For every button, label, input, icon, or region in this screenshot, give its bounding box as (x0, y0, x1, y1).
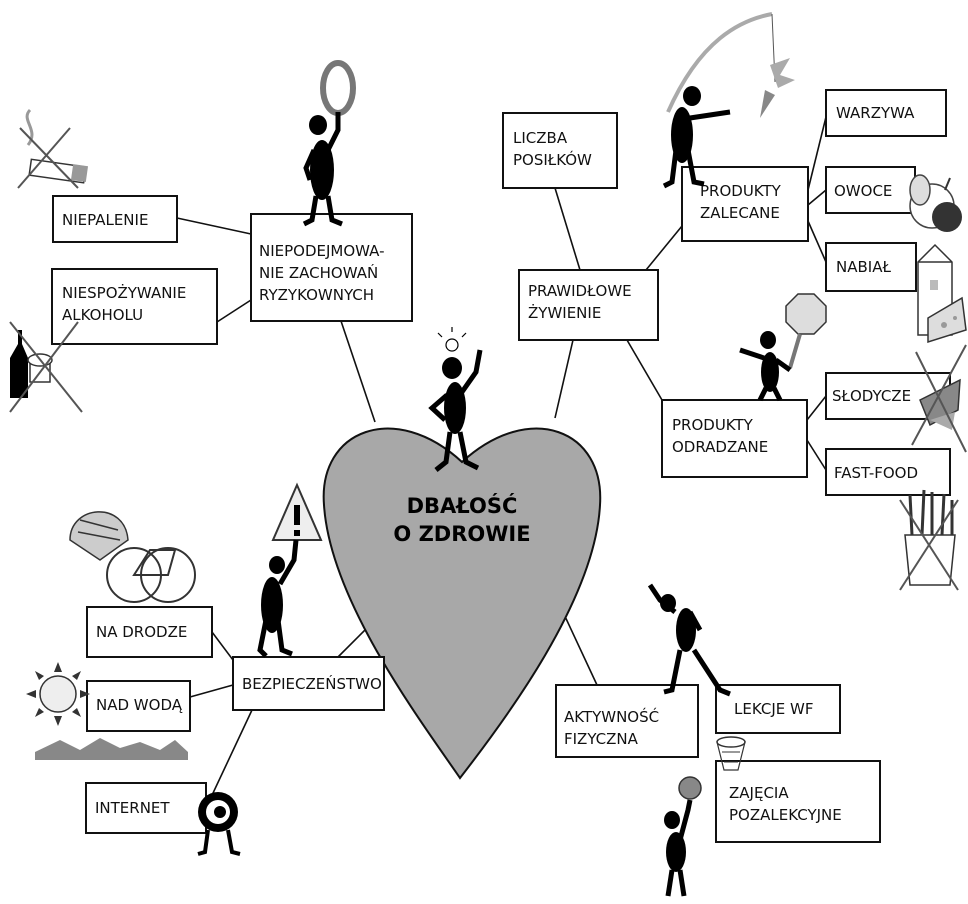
node-nosmoke-line1: NIEPALENIE (62, 211, 148, 229)
node-dairy-line1: NABIAŁ (836, 258, 891, 276)
node-internet: INTERNET (85, 782, 207, 834)
node-water-line1: NAD WODĄ (96, 696, 183, 714)
node-sweets-line1: SŁODYCZE (832, 387, 911, 405)
node-noalcohol-line2: ALKOHOLU (62, 306, 143, 324)
node-pe-line1: LEKCJE WF (734, 700, 813, 718)
node-risk-line3: RYZYKOWNYCH (259, 286, 374, 304)
node-noalcohol-line1: NIESPOŻYWANIE (62, 283, 186, 302)
basketball-hoop-icon (716, 736, 746, 771)
node-activity-line2: FIZYCZNA (564, 730, 639, 748)
node-water: NAD WODĄ (86, 680, 191, 732)
sun-icon (26, 662, 90, 726)
milk-cheese-icon (917, 243, 967, 344)
wave-icon (35, 738, 188, 760)
fruit-icon (909, 174, 962, 232)
crossed-fries-icon (899, 489, 959, 591)
node-fruit: OWOCE (825, 166, 916, 214)
node-recommended-line1: PRODUKTY (700, 182, 782, 200)
crossed-cigarette-icon (17, 108, 89, 189)
node-fastfood-line1: FAST-FOOD (834, 464, 918, 482)
basketball-player-icon (664, 776, 702, 897)
node-road-line1: NA DRODZE (96, 623, 187, 641)
node-meals-line2: POSIŁKÓW (513, 150, 592, 169)
node-discouraged: PRODUKTY ODRADZANE (661, 399, 808, 478)
thinking-figure-icon (428, 327, 483, 472)
fishing-figure-icon (662, 12, 795, 189)
node-activity-line1: AKTYWNOŚĆ (564, 707, 659, 726)
node-veg-line1: WARZYWA (836, 104, 915, 122)
node-discouraged-line1: PRODUKTY (672, 416, 754, 434)
node-risk: NIEPODEJMOWA- NIE ZACHOWAŃ RYZYKOWNYCH (250, 213, 413, 322)
center-title-line1: DBAŁOŚĆ (407, 493, 518, 518)
node-pe: LEKCJE WF (715, 684, 841, 734)
node-risk-line2: NIE ZACHOWAŃ (259, 263, 378, 282)
node-discouraged-line2: ODRADZANE (672, 438, 768, 456)
node-safety: BEZPIECZEŃSTWO (232, 656, 385, 711)
node-internet-line1: INTERNET (95, 799, 170, 817)
center-title-line2: O ZDROWIE (393, 522, 530, 546)
stretching-figure-icon (647, 583, 731, 697)
node-nutrition-line1: PRAWIDŁOWE (528, 282, 632, 300)
node-recommended-line2: ZALECANE (700, 204, 780, 222)
central-heart: DBAŁOŚĆ O ZDROWIE (322, 427, 602, 780)
node-veg: WARZYWA (825, 89, 947, 137)
node-risk-line1: NIEPODEJMOWA- (259, 242, 385, 260)
node-recommended: PRODUKTY ZALECANE (681, 166, 809, 242)
crossed-candy-icon (911, 344, 967, 453)
node-fruit-line1: OWOCE (834, 182, 892, 200)
node-nutrition: PRAWIDŁOWE ŻYWIENIE (518, 269, 659, 341)
node-safety-line1: BEZPIECZEŃSTWO (242, 674, 382, 693)
warning-figure-icon (257, 482, 323, 658)
hoop-figure-icon (302, 60, 356, 227)
node-road: NA DRODZE (86, 606, 213, 658)
node-fastfood: FAST-FOOD (825, 448, 951, 496)
node-meals: LICZBA POSIŁKÓW (502, 112, 618, 189)
connectors (176, 116, 827, 809)
heart-icon (322, 427, 602, 780)
node-extra-line2: POZALEKCYJNE (729, 806, 842, 824)
node-extra: ZAJĘCIA POZALEKCYJNE (715, 760, 881, 843)
node-noalcohol: NIESPOŻYWANIE ALKOHOLU (51, 268, 218, 345)
node-extra-line1: ZAJĘCIA (729, 784, 789, 802)
node-nutrition-line2: ŻYWIENIE (528, 303, 601, 322)
helmet-bicycle-icon (69, 511, 196, 603)
node-activity: AKTYWNOŚĆ FIZYCZNA (555, 684, 699, 758)
stop-sign-figure-icon (739, 293, 827, 402)
node-nosmoke: NIEPALENIE (52, 195, 178, 243)
crossed-bottle-icon (9, 321, 83, 413)
node-meals-line1: LICZBA (513, 129, 568, 147)
at-sign-figure-icon (197, 792, 241, 856)
node-dairy: NABIAŁ (825, 242, 917, 292)
